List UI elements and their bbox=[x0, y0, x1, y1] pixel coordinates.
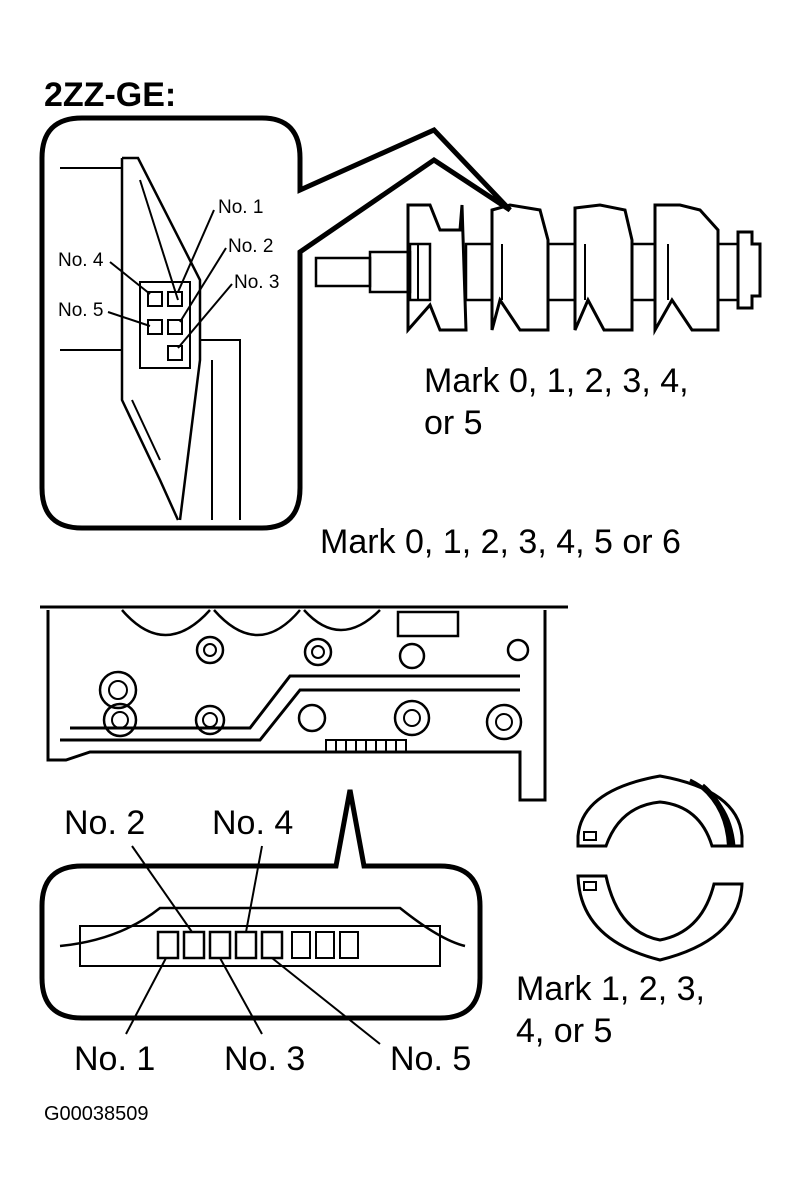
block-label-no5: No. 5 bbox=[390, 1040, 471, 1078]
block-label-no1: No. 1 bbox=[74, 1040, 155, 1078]
block-label-no4: No. 4 bbox=[212, 804, 293, 842]
cylinder-block-illustration bbox=[40, 605, 568, 802]
crankshaft-mark-line1: Mark 0, 1, 2, 3, 4, bbox=[424, 362, 689, 400]
crank-mark-no4 bbox=[147, 291, 163, 307]
crankshaft-illustration bbox=[314, 203, 762, 336]
block-mark-text: Mark 0, 1, 2, 3, 4, 5 or 6 bbox=[320, 523, 681, 561]
block-mark-box-5 bbox=[260, 930, 284, 960]
crank-label-no4: No. 4 bbox=[58, 250, 104, 271]
block-label-no2: No. 2 bbox=[64, 804, 145, 842]
bearing-mark-line1: Mark 1, 2, 3, bbox=[516, 970, 705, 1008]
figure-code: G00038509 bbox=[44, 1103, 149, 1125]
crank-label-no1: No. 1 bbox=[218, 197, 263, 218]
crank-mark-no2 bbox=[167, 319, 183, 335]
crank-mark-no3 bbox=[167, 345, 183, 361]
crank-label-no3: No. 3 bbox=[234, 272, 279, 293]
crank-label-no5: No. 5 bbox=[58, 300, 103, 321]
bearing-shells-illustration bbox=[576, 774, 744, 962]
block-mark-box-3 bbox=[208, 930, 232, 960]
diagram-title: 2ZZ-GE: bbox=[44, 76, 176, 114]
crank-mark-no5 bbox=[147, 319, 163, 335]
block-mark-box-1 bbox=[156, 930, 180, 960]
crank-label-no2: No. 2 bbox=[228, 236, 273, 257]
block-mark-box-4 bbox=[234, 930, 258, 960]
block-detail-callout bbox=[39, 789, 483, 1045]
crankshaft-detail-callout: No. 1 No. 2 No. 3 No. 4 No. 5 bbox=[39, 115, 512, 531]
block-mark-box-2 bbox=[182, 930, 206, 960]
crankshaft-mark-line2: or 5 bbox=[424, 404, 483, 442]
block-label-no3: No. 3 bbox=[224, 1040, 305, 1078]
crank-mark-no1 bbox=[167, 291, 183, 307]
bearing-mark-line2: 4, or 5 bbox=[516, 1012, 612, 1050]
